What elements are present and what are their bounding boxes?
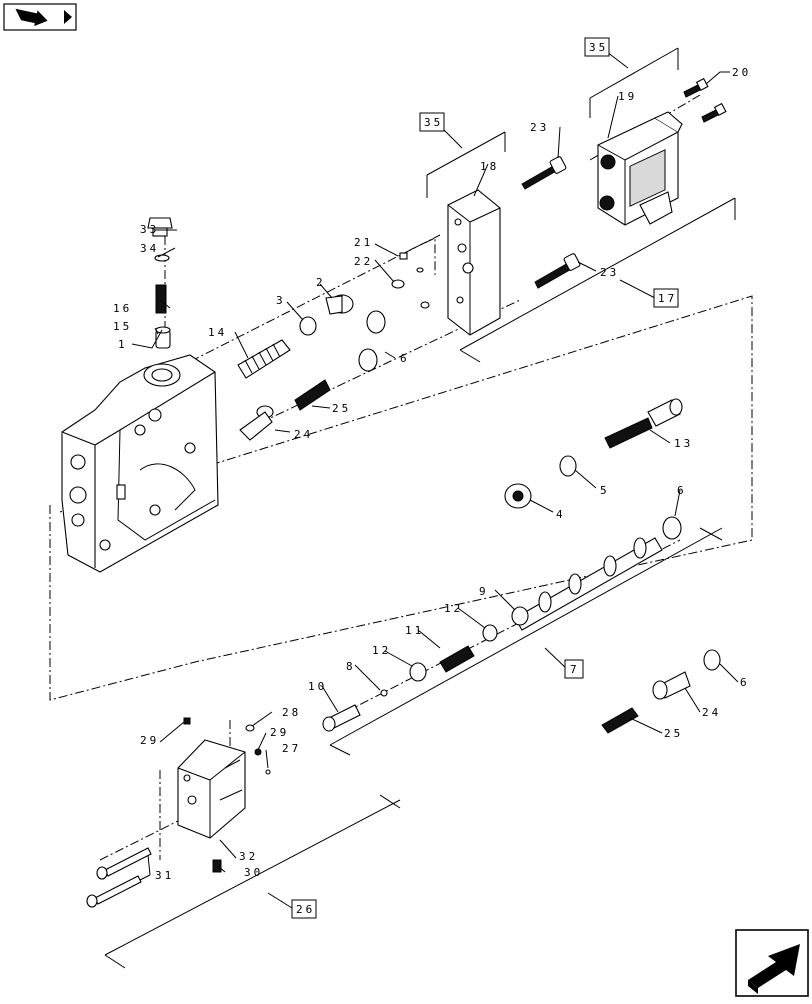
end-block-32 — [177, 739, 246, 839]
seal-3 — [299, 316, 317, 336]
adapter-block-18 — [447, 189, 501, 336]
callout-12-lower: 12 — [372, 644, 391, 657]
callout-33: 33 — [140, 223, 159, 236]
o-ring-6-lower — [703, 649, 721, 671]
group-bracket-35-lower — [426, 127, 506, 198]
callout-21: 21 — [354, 236, 373, 249]
bolts-31 — [86, 847, 152, 908]
sleeve-10 — [322, 704, 361, 732]
spring-16 — [155, 284, 167, 314]
callout-29-left: 29 — [140, 734, 159, 747]
callout-labels: 1 2 3 4 5 6 6 6 8 9 10 11 12 12 13 14 15… — [113, 66, 751, 882]
callout-11: 11 — [405, 624, 424, 637]
solenoid-19 — [597, 111, 683, 226]
plug-30 — [212, 859, 222, 873]
washer-12-lower — [409, 662, 427, 682]
callout-22: 22 — [354, 255, 373, 268]
callout-15: 15 — [113, 320, 132, 333]
callout-12-upper: 12 — [444, 602, 463, 615]
callout-2: 2 — [316, 276, 326, 289]
callout-27: 27 — [282, 742, 301, 755]
ref-box-35-lower[interactable]: 35 — [419, 112, 445, 132]
callout-6-spool: 6 — [677, 484, 687, 497]
callout-29-right: 29 — [270, 726, 289, 739]
group-bracket-35-upper — [589, 47, 679, 118]
callout-10: 10 — [308, 680, 327, 693]
return-arrow-icon[interactable] — [3, 3, 77, 31]
callout-19: 19 — [618, 90, 637, 103]
screw-23-upper — [521, 156, 567, 190]
callout-30: 30 — [244, 866, 263, 879]
o-ring-6-mid — [358, 348, 378, 372]
callout-14: 14 — [208, 326, 227, 339]
callout-24-upper: 24 — [294, 428, 313, 441]
callout-31: 31 — [155, 869, 174, 882]
plug-33 — [147, 217, 173, 237]
spring-14 — [237, 339, 291, 379]
leader-lines — [131, 71, 739, 881]
svg-text:35: 35 — [424, 116, 443, 129]
callout-6-lower: 6 — [740, 676, 750, 689]
callout-13: 13 — [674, 437, 693, 450]
screws-20 — [683, 77, 727, 123]
svg-text:17: 17 — [658, 292, 677, 305]
callout-25-upper: 25 — [332, 402, 351, 415]
plug-24-lower — [652, 671, 691, 700]
svg-text:35: 35 — [589, 41, 608, 54]
callout-23-upper: 23 — [530, 121, 549, 134]
cap-2 — [325, 294, 354, 315]
callout-18: 18 — [480, 160, 499, 173]
group-bracket-26 — [104, 794, 401, 969]
callout-5: 5 — [600, 484, 610, 497]
spool-13 — [604, 398, 683, 449]
ref-box-26[interactable]: 26 — [291, 899, 317, 919]
washer-12-upper — [482, 624, 498, 642]
callout-8: 8 — [346, 660, 356, 673]
small-parts-21-22 — [391, 252, 430, 309]
next-page-arrow-icon[interactable] — [735, 929, 809, 997]
cap-4 — [504, 483, 532, 509]
callout-3: 3 — [276, 294, 286, 307]
spring-11 — [439, 645, 475, 673]
group-bracket-7 — [329, 527, 723, 756]
plug-24-upper — [239, 405, 274, 441]
callout-4: 4 — [556, 508, 566, 521]
callout-24-lower: 24 — [702, 706, 721, 719]
ref-box-17[interactable]: 17 — [653, 288, 679, 308]
callout-23-lower: 23 — [600, 266, 619, 279]
callout-32: 32 — [239, 850, 258, 863]
o-ring-6-spool — [662, 516, 682, 540]
callout-25-lower: 25 — [664, 727, 683, 740]
callout-6-upper: 6 — [400, 352, 410, 365]
svg-text:26: 26 — [296, 903, 315, 916]
seal-5 — [559, 455, 577, 477]
o-ring-6-upper — [366, 310, 386, 334]
seal-34 — [154, 254, 170, 262]
pin-8 — [380, 689, 388, 697]
callout-34: 34 — [140, 242, 159, 255]
spring-25-lower — [601, 707, 639, 734]
callout-20: 20 — [732, 66, 751, 79]
svg-text:7: 7 — [570, 663, 580, 676]
spring-25-upper — [294, 379, 331, 411]
callout-9: 9 — [479, 585, 489, 598]
callout-1: 1 — [118, 338, 128, 351]
callout-16: 16 — [113, 302, 132, 315]
ref-box-7[interactable]: 7 — [564, 659, 584, 679]
ref-box-35-upper[interactable]: 35 — [584, 37, 610, 57]
main-spool-9 — [511, 537, 663, 631]
valve-body — [61, 354, 219, 573]
group-bracket-17 — [459, 197, 736, 363]
screw-23-lower — [534, 253, 581, 289]
callout-28: 28 — [282, 706, 301, 719]
